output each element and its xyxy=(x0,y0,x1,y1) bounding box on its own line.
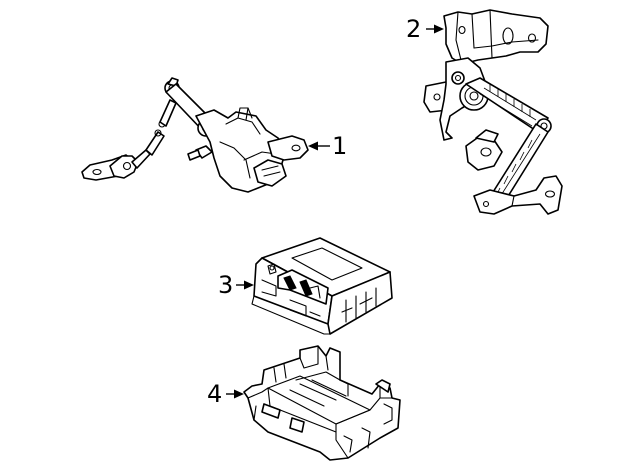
part-3-control-module xyxy=(251,237,393,335)
callout-1-label: 1 xyxy=(332,132,347,160)
part-4-module-bracket xyxy=(243,345,401,461)
callout-2-label: 2 xyxy=(406,15,421,43)
callout-3: 3 xyxy=(218,271,254,299)
part-2-sensor-bracket xyxy=(423,9,563,215)
callout-4: 4 xyxy=(207,380,244,408)
callout-3-label: 3 xyxy=(218,271,233,299)
callout-1: 1 xyxy=(308,132,347,160)
callout-2: 2 xyxy=(406,15,444,43)
callout-4-label: 4 xyxy=(207,380,222,408)
part-1-level-sensor xyxy=(81,77,309,193)
